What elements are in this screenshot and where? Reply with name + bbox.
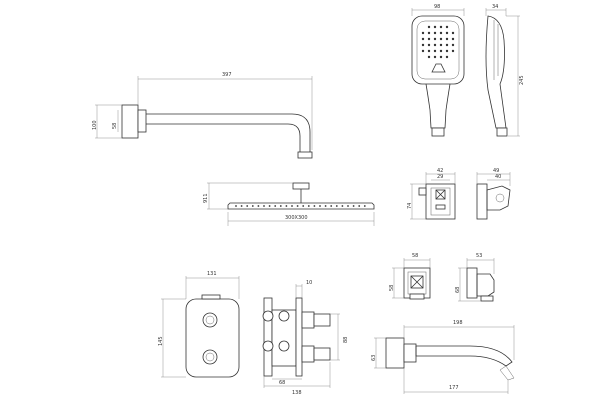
nozzle-dot <box>427 31 431 35</box>
nozzle-dot <box>433 25 437 29</box>
nozzle-dot <box>421 31 425 35</box>
nozzle-dot <box>439 49 443 53</box>
dim-elbow-side-height: 68 <box>455 287 461 293</box>
hand-shower-front-drawing <box>411 8 465 137</box>
shower-head-nozzle-row <box>235 205 366 207</box>
control-plate-drawing <box>161 276 240 378</box>
dim-plate-width: 131 <box>207 271 217 277</box>
dim-valve-height: 88 <box>343 337 349 343</box>
dim-valve-inner: 68 <box>279 380 285 386</box>
valve-body-drawing <box>262 284 340 388</box>
dim-shower-arm-flange-inner: 58 <box>112 123 118 129</box>
nozzle-dot <box>451 31 455 35</box>
head-nozzle-dot <box>279 205 282 207</box>
dim-shower-arm-flange-height: 100 <box>92 120 98 130</box>
dim-hand-shower-width: 98 <box>434 4 440 10</box>
nozzle-dot <box>439 55 443 59</box>
dim-shower-arm-length: 397 <box>222 72 232 78</box>
dim-plate-height: 145 <box>158 336 164 346</box>
nozzle-dot <box>439 37 443 41</box>
head-nozzle-dot <box>246 205 249 207</box>
head-nozzle-dot <box>257 205 260 207</box>
head-nozzle-dot <box>347 205 349 207</box>
dim-shower-head-height: 911 <box>203 193 209 203</box>
nozzle-dot <box>433 55 437 59</box>
nozzle-dot <box>427 49 431 53</box>
nozzle-dot <box>433 49 437 53</box>
dim-spout-projection: 177 <box>449 385 459 391</box>
nozzle-dot <box>439 31 443 35</box>
dim-hand-shower-length: 245 <box>519 75 525 85</box>
nozzle-dot <box>421 43 425 47</box>
nozzle-dot <box>439 43 443 47</box>
bath-spout-drawing <box>374 325 515 394</box>
hand-shower-side-drawing <box>485 8 520 137</box>
dim-holder-side-width: 49 <box>493 168 499 174</box>
shower-head-drawing <box>207 182 375 226</box>
nozzle-dot <box>445 43 449 47</box>
head-nozzle-dot <box>291 205 293 207</box>
head-nozzle-dot <box>307 205 310 207</box>
nozzle-dot <box>445 55 449 59</box>
nozzle-dot <box>445 31 449 35</box>
holder-side-drawing <box>476 172 511 220</box>
nozzle-dot <box>445 25 449 29</box>
nozzle-dot <box>445 37 449 41</box>
head-nozzle-dot <box>274 205 277 207</box>
dim-spout-length: 198 <box>453 320 463 326</box>
head-nozzle-dot <box>352 205 355 207</box>
nozzle-dot <box>433 31 437 35</box>
dim-holder-side-inner: 40 <box>495 174 501 180</box>
holder-front-drawing <box>410 172 456 220</box>
shower-arm-drawing <box>95 76 313 159</box>
nozzle-dot <box>451 37 455 41</box>
head-nozzle-dot <box>363 205 366 207</box>
head-nozzle-dot <box>302 205 305 207</box>
head-nozzle-dot <box>319 205 321 207</box>
dim-elbow-width: 58 <box>412 253 418 259</box>
nozzle-dot <box>427 55 431 59</box>
head-nozzle-dot <box>324 205 327 207</box>
nozzle-dot <box>451 43 455 47</box>
nozzle-dot <box>421 37 425 41</box>
head-nozzle-dot <box>251 205 254 207</box>
dim-spout-height: 63 <box>371 355 377 361</box>
head-nozzle-dot <box>335 205 338 207</box>
head-nozzle-dot <box>341 205 344 207</box>
hand-shower-nozzle-grid <box>421 25 455 59</box>
dim-elbow-side-width: 53 <box>476 253 482 259</box>
nozzle-dot <box>421 49 425 53</box>
elbow-front-drawing <box>392 258 431 300</box>
head-nozzle-dot <box>358 205 361 207</box>
head-nozzle-dot <box>313 205 316 207</box>
dim-valve-total: 138 <box>292 390 302 396</box>
dim-valve-depth-top: 10 <box>306 280 312 286</box>
nozzle-dot <box>427 37 431 41</box>
head-nozzle-dot <box>285 205 288 207</box>
head-nozzle-dot <box>296 205 299 207</box>
dim-hand-shower-depth: 34 <box>492 4 498 10</box>
nozzle-dot <box>439 25 443 29</box>
nozzle-dot <box>427 25 431 29</box>
nozzle-dot <box>451 49 455 53</box>
nozzle-dot <box>427 43 431 47</box>
dim-holder-inner: 29 <box>437 174 443 180</box>
dim-holder-width: 42 <box>437 168 443 174</box>
nozzle-dot <box>433 37 437 41</box>
head-nozzle-dot <box>235 205 237 207</box>
dim-shower-head-size: 300X300 <box>285 215 308 221</box>
head-nozzle-dot <box>330 205 333 207</box>
nozzle-dot <box>445 49 449 53</box>
elbow-side-drawing <box>458 258 495 302</box>
dim-holder-height: 74 <box>407 203 413 209</box>
head-nozzle-dot <box>240 205 243 207</box>
nozzle-dot <box>433 43 437 47</box>
dim-elbow-height: 58 <box>389 285 395 291</box>
head-nozzle-dot <box>268 205 271 207</box>
head-nozzle-dot <box>263 205 265 207</box>
